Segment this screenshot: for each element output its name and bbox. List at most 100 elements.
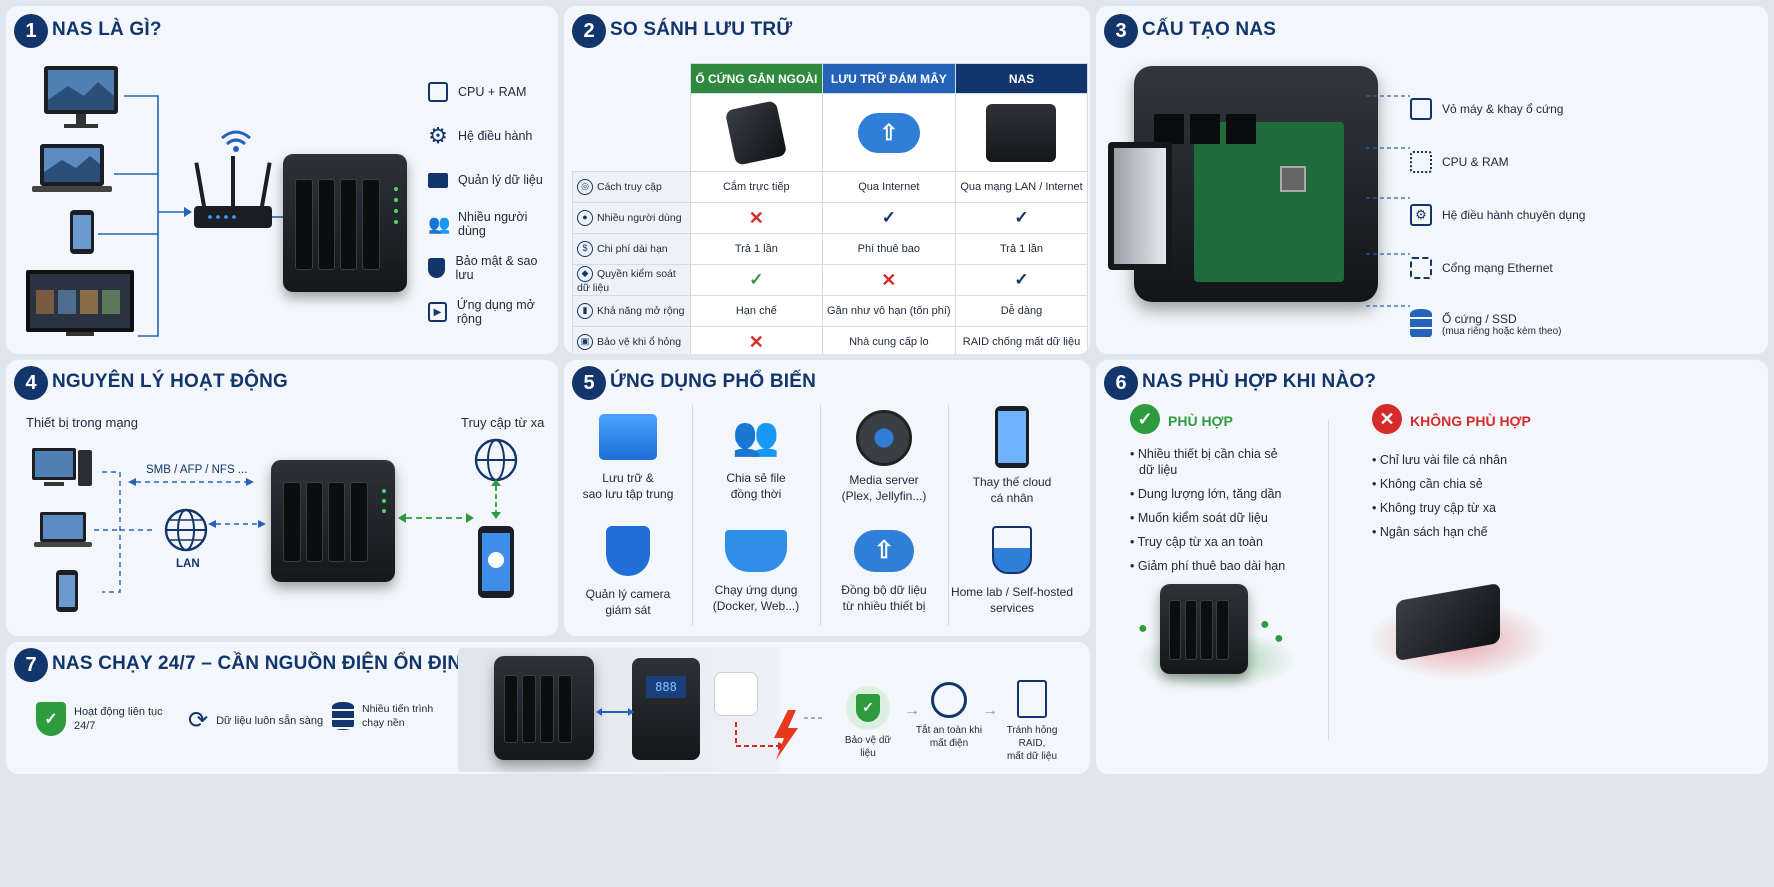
table-row: ◎Cách truy cập Cắm trực tiếp Qua Interne… xyxy=(572,171,1089,203)
table-image-row: ⇧ xyxy=(573,93,1089,172)
dollar-icon: $ xyxy=(577,241,593,257)
section-number-badge: 6 xyxy=(1104,366,1138,400)
user-icon: ● xyxy=(1138,620,1148,637)
folder-icon xyxy=(428,172,448,188)
list-item: • Ngân sách hạn chế xyxy=(1372,525,1488,539)
fit-heading: PHÙ HỢP xyxy=(1168,413,1233,429)
nas-device-image xyxy=(1160,584,1248,674)
nas-device-image xyxy=(271,460,395,582)
section-number-badge: 2 xyxy=(572,14,606,48)
desktop-monitor-icon xyxy=(44,66,118,128)
document-check-icon xyxy=(1017,680,1047,718)
check-mark-icon: ✓ xyxy=(821,202,956,234)
laptop-icon xyxy=(32,144,112,192)
flask-icon xyxy=(992,526,1032,574)
check-mark-icon: ✓ xyxy=(690,264,823,296)
shield-check-icon: ✓ xyxy=(36,702,66,736)
column-header-cloud: LƯU TRỮ ĐÁM MÂY xyxy=(821,63,956,94)
part-item: Ổ cứng / SSD (mua riêng hoặc kèm theo) xyxy=(1410,294,1766,354)
open-nas-chassis-image xyxy=(1134,66,1378,302)
panel-24-7-power: 7 NAS CHẠY 24/7 – CẦN NGUỒN ĐIỆN ỔN ĐỊNH… xyxy=(6,642,1090,774)
users-icon: ● xyxy=(577,210,593,226)
internet-globe-icon xyxy=(474,438,518,482)
gear-icon: ⚙ xyxy=(428,123,448,148)
part-item: Vỏ máy & khay ổ cứng xyxy=(1410,82,1766,135)
external-drive-image xyxy=(725,99,788,166)
section-number-badge: 4 xyxy=(14,366,48,400)
panel-common-uses: 5 ỨNG DỤNG PHỔ BIẾN Lưu trữ &sao lưu tập… xyxy=(564,360,1090,636)
local-devices-label: Thiết bị trong mạng xyxy=(26,415,139,430)
result-item: Tránh hỏng RAID,mất dữ liệu xyxy=(992,680,1072,763)
section-number-badge: 7 xyxy=(14,648,48,682)
table-row: ●Nhiều người dùng ✕ ✓ ✓ xyxy=(572,202,1089,234)
part-item: CPU & RAM xyxy=(1410,135,1766,188)
clock-icon xyxy=(931,682,967,718)
list-item: • Giảm phí thuê bao dài hạn xyxy=(1130,559,1286,573)
result-item: ✓ Bảo vệ dữ liệu xyxy=(836,686,900,760)
wall-outlet-image xyxy=(714,672,758,716)
smart-tv-icon xyxy=(26,270,134,336)
list-item: • Nhiều thiết bị cần chia sẻ xyxy=(1130,447,1278,461)
wifi-router-icon xyxy=(194,130,272,228)
fit-list: • Nhiều thiết bị cần chia sẻ dữ liệu • D… xyxy=(1130,446,1320,574)
database-icon xyxy=(332,702,354,730)
arrow-icon: → xyxy=(982,702,998,719)
user-icon: ● xyxy=(1260,616,1270,633)
panel-nas-structure: 3 CẤU TẠO NAS Vỏ máy & khay ổ cứng CPU &… xyxy=(1096,6,1768,354)
section-title: ỨNG DỤNG PHỔ BIẾN xyxy=(610,371,817,392)
feature-item: CPU + RAM xyxy=(428,70,556,114)
nas-device-image xyxy=(283,154,407,292)
shield-icon: ◆ xyxy=(577,266,593,282)
chip-icon xyxy=(1410,150,1432,173)
unfit-list: • Chỉ lưu vài file cá nhân • Không cần c… xyxy=(1372,452,1572,540)
ups-device-image: 888 xyxy=(632,658,700,760)
section-number-badge: 1 xyxy=(14,14,48,48)
film-reel-icon xyxy=(856,410,912,466)
docker-icon xyxy=(725,530,787,572)
use-case-item: Media server(Plex, Jellyfin...) xyxy=(820,410,948,504)
feature-item: ▶ Ứng dụng mở rộng xyxy=(428,290,556,334)
panel-storage-comparison: 2 SO SÁNH LƯU TRỮ Ổ CỨNG GẮN NGOÀI LƯU T… xyxy=(564,6,1090,354)
unfit-heading: KHÔNG PHÙ HỢP xyxy=(1410,413,1531,429)
feature-item: 👥 Nhiều người dùng xyxy=(428,210,528,238)
check-mark-icon: ✓ xyxy=(954,202,1089,234)
cloud-upload-icon: ⇧ xyxy=(857,112,920,153)
table-row: ◆Quyền kiểm soát dữ liệu ✓ ✕ ✓ xyxy=(572,264,1089,296)
table-header-row: Ổ CỨNG GẮN NGOÀI LƯU TRỮ ĐÁM MÂY NAS xyxy=(573,63,1089,94)
shield-icon xyxy=(428,258,446,278)
use-case-item: Chạy ứng dụng(Docker, Web...) xyxy=(692,530,820,614)
list-item: • Dung lượng lớn, tăng dần xyxy=(1130,487,1282,501)
shield-check-icon: ✓ xyxy=(846,686,890,730)
os-gear-icon: ⚙ xyxy=(1410,203,1432,226)
panel-how-it-works: 4 NGUYÊN LÝ HOẠT ĐỘNG Thiết bị trong mạn… xyxy=(6,360,558,636)
protocols-label: SMB / AFP / NFS ... xyxy=(146,464,248,476)
panel-when-nas-fits: 6 NAS PHÙ HỢP KHI NÀO? ✓ PHÙ HỢP • Nhiều… xyxy=(1096,360,1768,774)
table-row: $Chi phí dài hạn Trả 1 lần Phí thuê bao … xyxy=(572,233,1089,265)
cloud-upload-icon: ⇧ xyxy=(854,530,914,572)
user-icon: ● xyxy=(1274,630,1284,647)
lan-globe-icon xyxy=(164,508,208,552)
cross-mark-icon: ✕ xyxy=(690,202,823,234)
cross-mark-icon: ✕ xyxy=(821,264,956,296)
hard-drive-image xyxy=(1108,142,1172,270)
comparison-table: Ổ CỨNG GẮN NGOÀI LƯU TRỮ ĐÁM MÂY NAS ⇧ ◎… xyxy=(572,63,1089,354)
feature-item: Quản lý dữ liệu xyxy=(428,158,556,202)
section-number-badge: 5 xyxy=(572,366,606,400)
column-header-nas: NAS xyxy=(954,63,1089,94)
power-flow-arrows xyxy=(596,708,824,760)
section-title: NGUYÊN LÝ HOẠT ĐỘNG xyxy=(52,371,289,392)
section-number-badge: 3 xyxy=(1104,14,1138,48)
lightning-bolt-icon xyxy=(774,710,798,760)
remote-access-label: Truy cập từ xa xyxy=(461,415,545,430)
refresh-icon: ⟳ xyxy=(188,707,209,734)
smartphone-icon xyxy=(56,570,78,612)
section-title: CẤU TẠO NAS xyxy=(1142,19,1277,40)
feature-item: ⟳ Dữ liệu luôn sẵn sàng xyxy=(188,707,324,734)
panel-what-is-nas: 1 NAS LÀ GÌ? xyxy=(6,6,558,354)
lan-label: LAN xyxy=(176,558,200,570)
list-item: • Chỉ lưu vài file cá nhân xyxy=(1372,453,1508,467)
